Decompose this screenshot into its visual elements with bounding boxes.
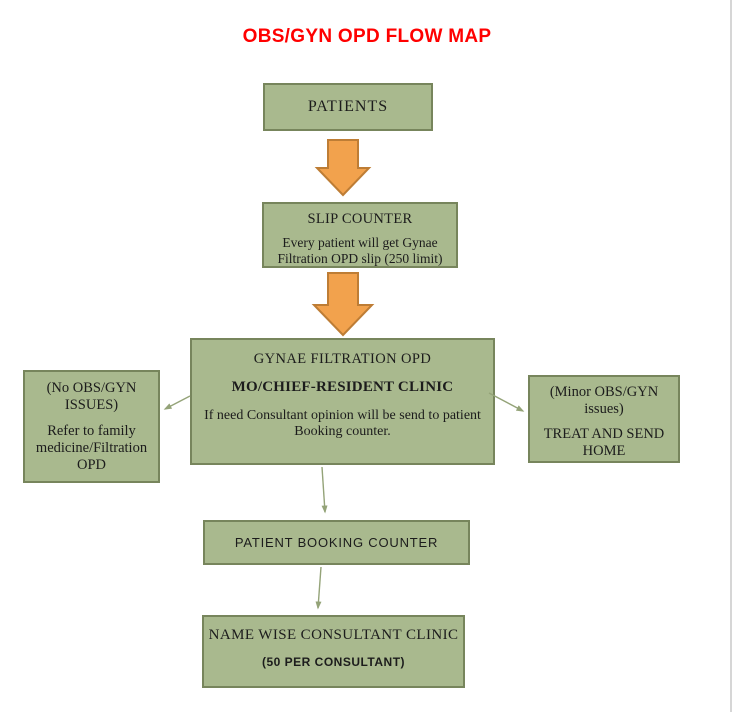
connector-arrow-down-icon xyxy=(315,566,322,610)
node-consultant-heading: NAME WISE CONSULTANT CLINIC xyxy=(208,627,459,643)
node-patient-booking-counter: PATIENT BOOKING COUNTER xyxy=(203,520,470,565)
node-no-issues-line2: Refer to family medicine/Filtration OPD xyxy=(35,423,148,474)
node-no-obsgyn-issues: (No OBS/GYN ISSUES) Refer to family medi… xyxy=(23,370,160,483)
node-gynae-body: If need Consultant opinion will be send … xyxy=(204,407,481,440)
node-slip-counter-heading: SLIP COUNTER xyxy=(307,211,413,227)
page-edge-divider xyxy=(730,0,732,712)
node-slip-counter-body: Every patient will get Gynae Filtration … xyxy=(277,235,443,267)
node-minor-issues-line1: (Minor OBS/GYN issues) xyxy=(549,384,659,418)
block-arrow-down-icon xyxy=(311,272,375,337)
block-arrow-down-icon xyxy=(314,139,372,197)
node-minor-obsgyn-issues: (Minor OBS/GYN issues) TREAT AND SEND HO… xyxy=(528,375,680,463)
node-gynae-heading: GYNAE FILTRATION OPD xyxy=(253,351,432,367)
node-no-issues-line1: (No OBS/GYN ISSUES) xyxy=(46,380,137,414)
node-patients-label: PATIENTS xyxy=(307,97,389,115)
node-patients: PATIENTS xyxy=(263,83,433,131)
node-gynae-subheading: MO/CHIEF-RESIDENT CLINIC xyxy=(231,379,454,396)
node-slip-counter: SLIP COUNTER Every patient will get Gyna… xyxy=(262,202,458,268)
node-gynae-filtration-opd: GYNAE FILTRATION OPD MO/CHIEF-RESIDENT C… xyxy=(190,338,495,465)
connector-arrow-left-icon xyxy=(163,395,191,410)
node-consultant-body: (50 PER CONSULTANT) xyxy=(261,654,406,669)
node-booking-label: PATIENT BOOKING COUNTER xyxy=(234,534,439,550)
node-minor-issues-line2: TREAT AND SEND HOME xyxy=(543,426,665,460)
page-title: OBS/GYN OPD FLOW MAP xyxy=(242,26,492,47)
node-consultant-clinic: NAME WISE CONSULTANT CLINIC (50 PER CONS… xyxy=(202,615,465,688)
connector-arrow-down-icon xyxy=(321,466,328,514)
